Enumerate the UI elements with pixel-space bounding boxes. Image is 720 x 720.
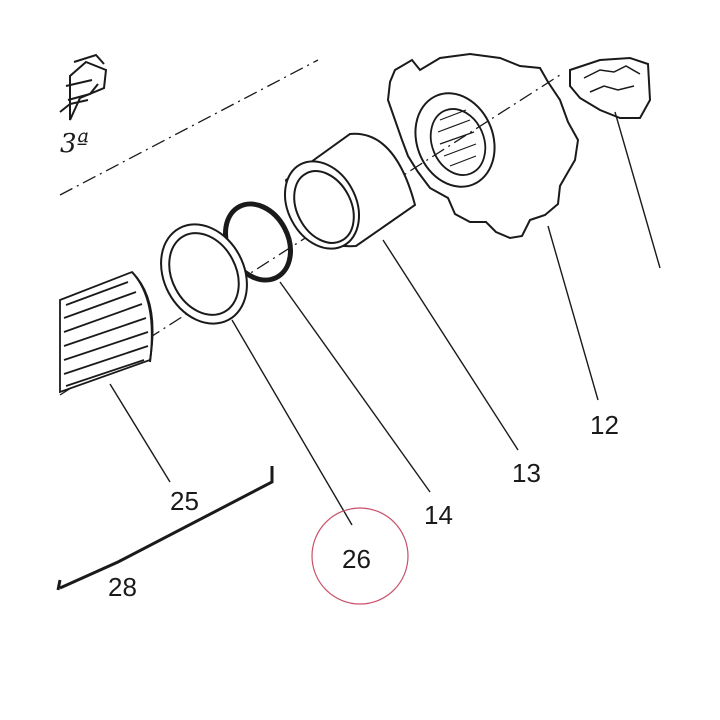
third-gear-fragment — [59, 53, 108, 121]
callout-26: 26 — [342, 544, 371, 574]
callout-14: 14 — [424, 500, 453, 530]
callout-13: 13 — [512, 458, 541, 488]
part-12-sprocket — [386, 52, 652, 240]
part-13-bushing — [284, 132, 417, 250]
assembly-28-bracket — [56, 466, 274, 591]
part-25-splined-shaft — [59, 270, 154, 394]
part-26-washer — [160, 223, 248, 325]
gear-label: 3ª — [60, 129, 89, 159]
callout-26-highlight-circle — [311, 507, 409, 605]
callout-28: 28 — [108, 572, 137, 602]
callout-25: 25 — [170, 486, 199, 516]
leader-lines — [109, 111, 661, 526]
callout-12: 12 — [590, 410, 619, 440]
